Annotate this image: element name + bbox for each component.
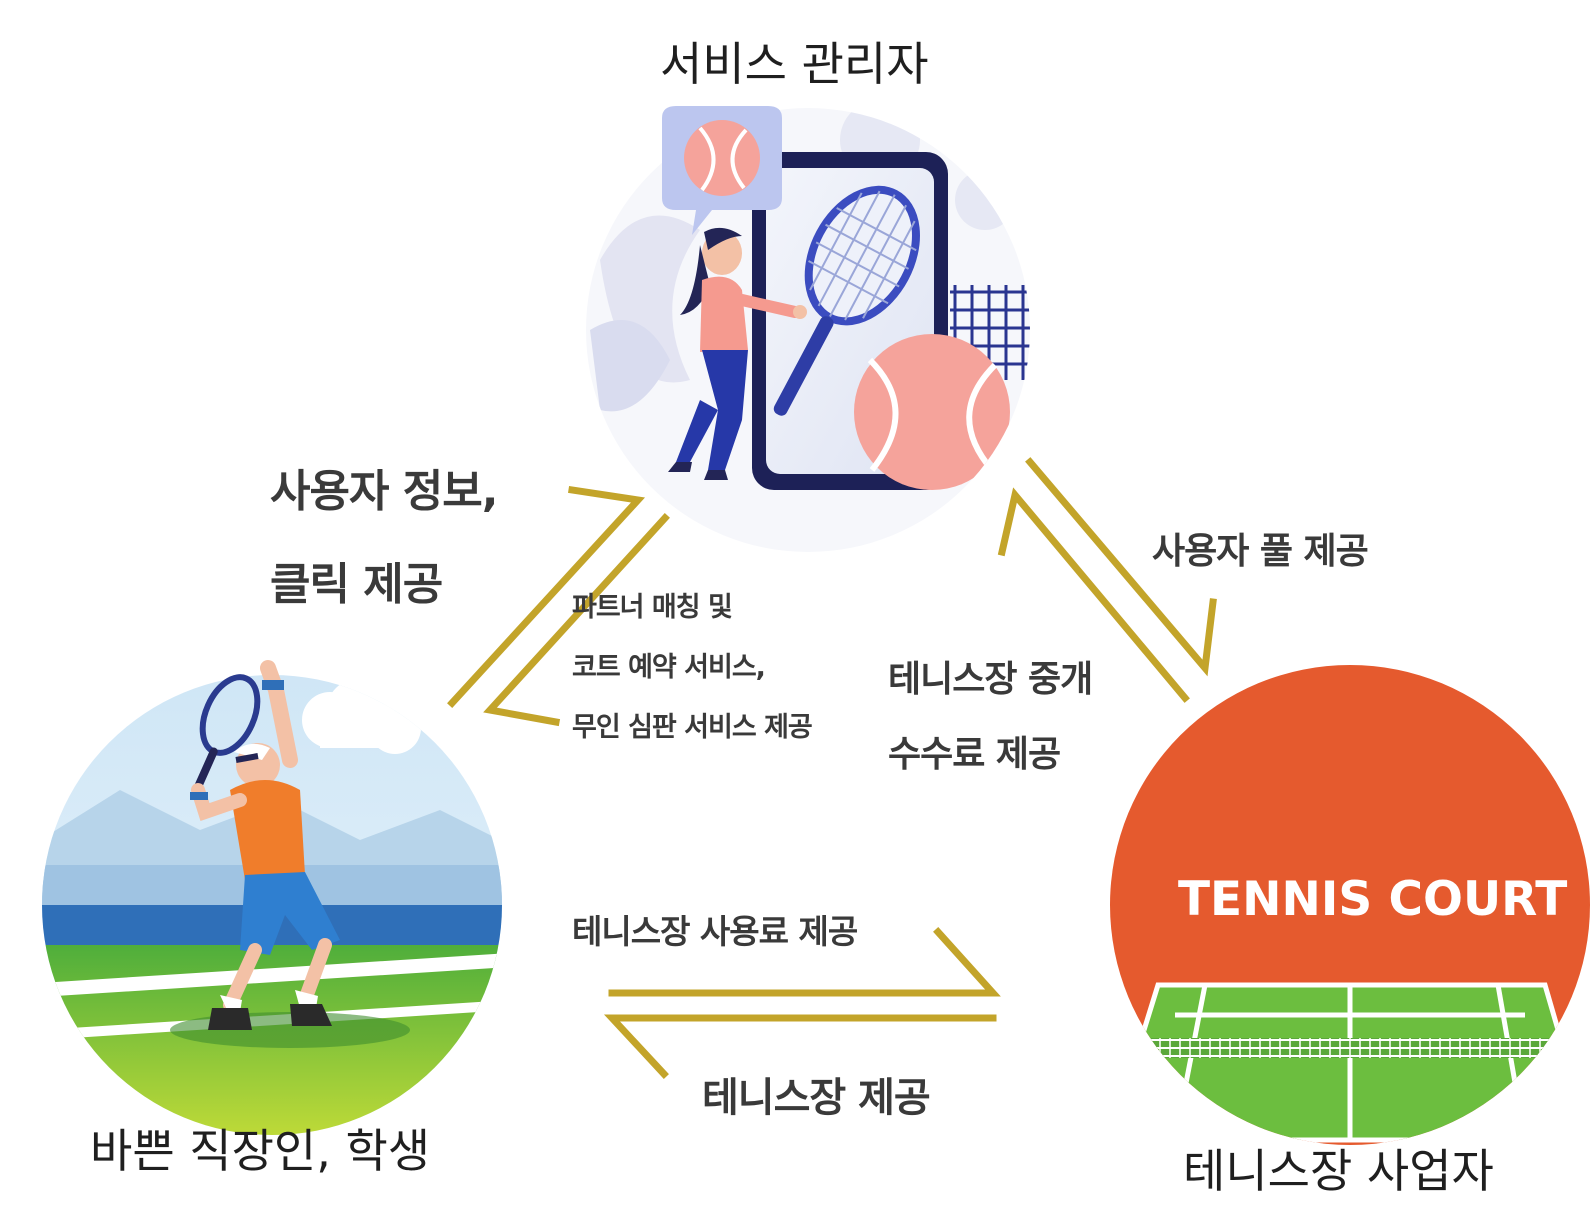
label-owner-to-admin-line1: 테니스장 중개 <box>888 659 1093 700</box>
court-sign-text: TENNIS COURT <box>1178 872 1568 927</box>
label-user-to-admin-line1: 사용자 정보, <box>270 466 498 517</box>
label-admin-to-user-line2: 코트 예약 서비스, <box>572 652 766 683</box>
arrow-user-to-admin <box>447 486 646 708</box>
role-owner-label: 테니스장 사업자 <box>1183 1144 1494 1198</box>
arrow-admin-to-user <box>483 513 670 727</box>
label-admin-to-user-line1: 파트너 매칭 및 <box>572 592 733 623</box>
arrow-user-to-owner <box>608 927 1001 997</box>
player-illustration <box>42 660 502 1135</box>
label-owner-to-admin-line2: 수수료 제공 <box>888 734 1061 775</box>
arrow-admin-to-owner <box>1025 457 1217 677</box>
arrow-owner-to-user <box>603 1014 997 1079</box>
tennis-player-figure <box>190 660 340 1030</box>
admin-illustration <box>586 106 1030 552</box>
label-admin-to-owner: 사용자 풀 제공 <box>1152 531 1369 572</box>
label-user-to-owner: 테니스장 사용료 제공 <box>572 912 858 951</box>
tennis-court-illustration <box>1110 665 1590 1145</box>
label-owner-to-user: 테니스장 제공 <box>702 1075 931 1121</box>
flow-arrows <box>447 457 1217 1079</box>
chat-bubble-icon <box>662 106 782 235</box>
label-admin-to-user-line3: 무인 심판 서비스 제공 <box>572 712 813 743</box>
label-user-to-admin-line2: 클릭 제공 <box>270 559 443 610</box>
woman-figure <box>668 227 807 480</box>
role-admin-label: 서비스 관리자 <box>660 37 929 91</box>
racket-icon <box>773 185 920 416</box>
tennis-ball-icon <box>854 334 1010 490</box>
role-users-label: 바쁜 직장인, 학생 <box>90 1124 431 1178</box>
arrow-owner-to-admin <box>997 487 1190 703</box>
